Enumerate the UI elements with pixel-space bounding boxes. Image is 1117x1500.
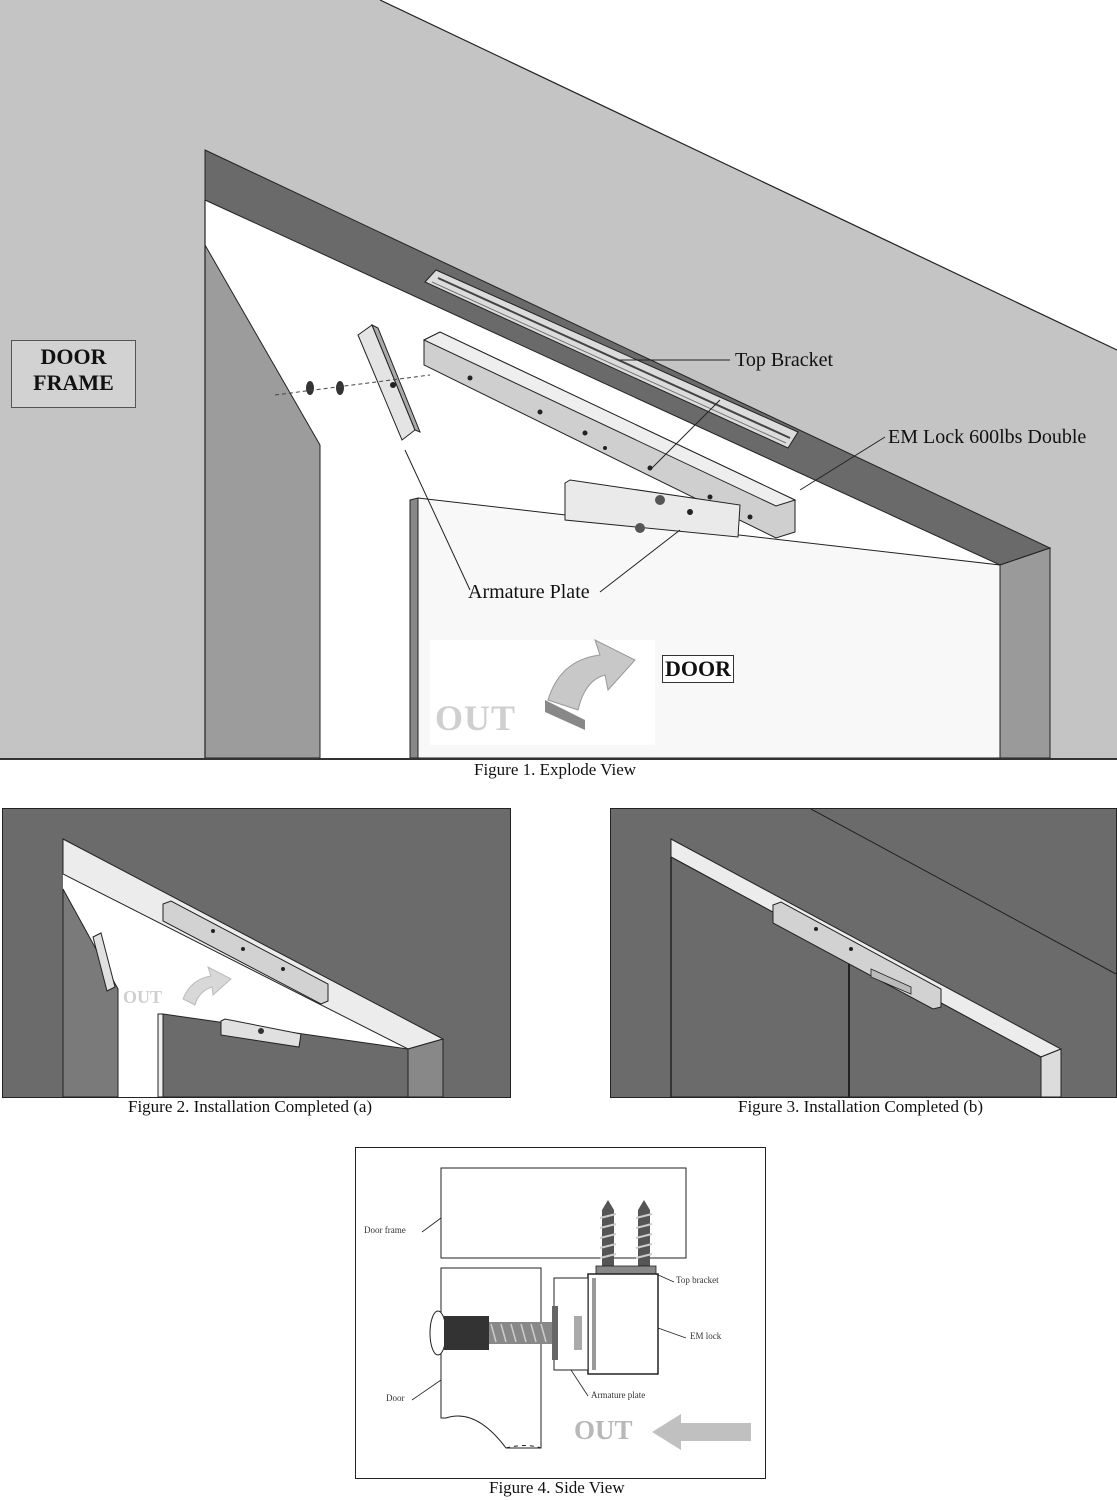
figure-3-caption: Figure 3. Installation Completed (b) xyxy=(738,1097,984,1116)
em-lock-callout: EM lock xyxy=(690,1331,722,1341)
door-label: DOOR xyxy=(662,655,734,683)
out-arrow-icon xyxy=(182,965,232,1006)
armature-plate-callout: Armature plate xyxy=(591,1390,646,1400)
door-frame-label-line2: FRAME xyxy=(33,370,114,395)
door-frame-label: DOOR FRAME xyxy=(11,340,136,408)
figure-1-drawing xyxy=(0,0,1117,758)
right-jamb xyxy=(999,547,1051,758)
armature-plate-right xyxy=(564,479,741,538)
screws xyxy=(595,1200,657,1275)
figure-2-out-label: OUT xyxy=(123,987,163,1007)
em-lock-callout: EM Lock 600lbs Double xyxy=(888,426,1087,448)
out-label: OUT xyxy=(435,698,517,738)
top-bracket-callout: Top Bracket xyxy=(735,349,834,371)
door-section xyxy=(440,1267,542,1449)
figure-3-drawing xyxy=(611,809,1116,1097)
em-lock-body xyxy=(587,1273,659,1375)
figure-2-drawing xyxy=(3,809,510,1097)
mounting-bolt xyxy=(429,1306,582,1360)
armature-plate xyxy=(553,1277,589,1371)
figure-2-caption: Figure 2. Installation Completed (a) xyxy=(128,1097,373,1116)
figure-1-caption: Figure 1. Explode View xyxy=(474,760,637,779)
figure-4-side-view: Door frame Top bracket EM lock Door Arma… xyxy=(355,1147,766,1479)
door-frame-callout: Door frame xyxy=(364,1225,406,1235)
figure-4-caption: Figure 4. Side View xyxy=(489,1478,625,1497)
figure-1-explode-view: DOOR FRAME Top Bracket EM Lock 600lbs Do… xyxy=(0,0,1117,758)
figure-4-out-label: OUT xyxy=(574,1415,633,1445)
figure-3-installation-b xyxy=(610,808,1117,1098)
door-frame-label-line1: DOOR xyxy=(40,344,107,369)
armature-plate-left xyxy=(274,323,431,441)
armature-plate-callout: Armature Plate xyxy=(468,581,590,603)
door-callout: Door xyxy=(386,1393,405,1403)
top-bracket xyxy=(424,269,799,449)
figure-1-divider xyxy=(0,758,1117,760)
top-bracket-callout: Top bracket xyxy=(676,1275,719,1285)
out-arrow-icon xyxy=(547,639,636,711)
figure-4-drawing xyxy=(411,1167,751,1450)
door-edge xyxy=(409,497,419,758)
em-lock xyxy=(422,331,797,539)
figure-2-installation-a: OUT xyxy=(2,808,511,1098)
out-arrow-icon xyxy=(652,1414,751,1450)
